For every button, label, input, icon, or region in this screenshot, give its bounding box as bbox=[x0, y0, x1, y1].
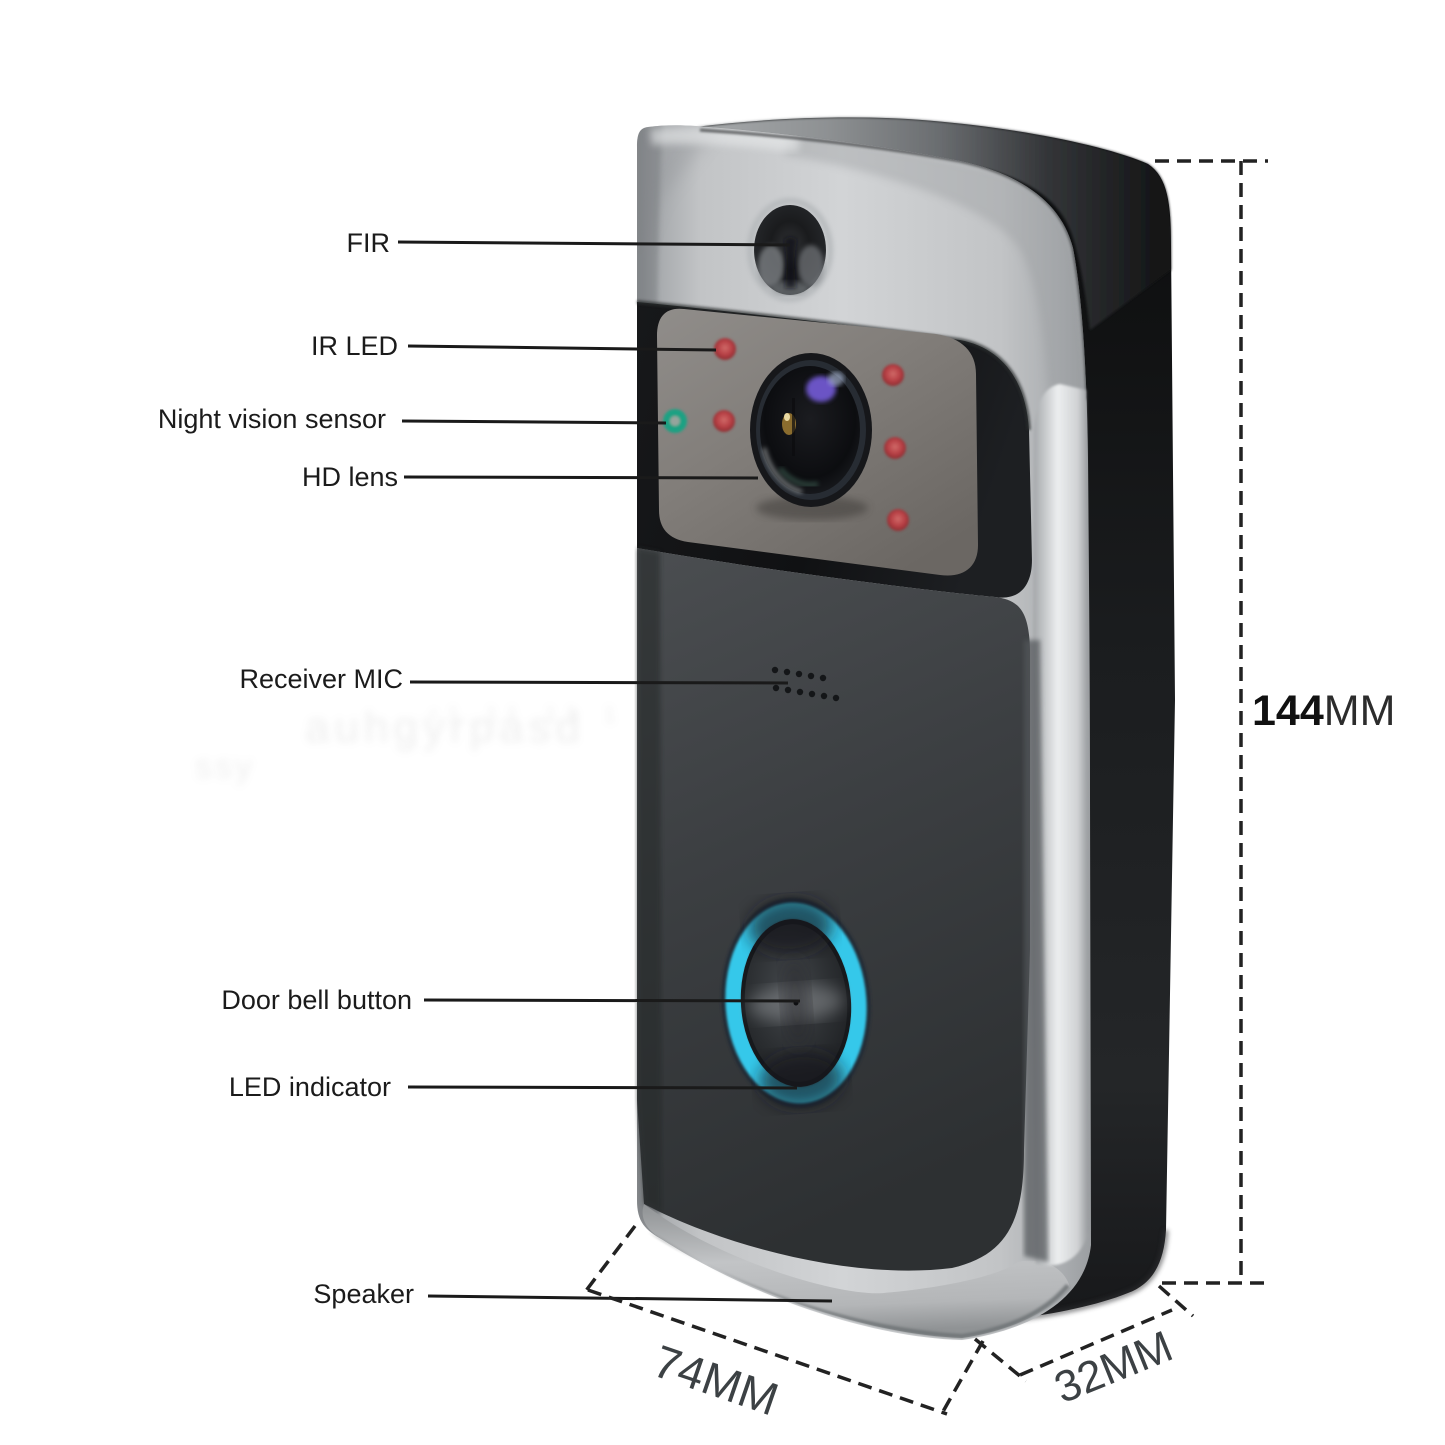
svg-text:auhgyrpasd: auhgyrpasd bbox=[305, 703, 585, 752]
svg-text:144MM: 144MM bbox=[1252, 687, 1395, 735]
svg-text:Night vision sensor: Night vision sensor bbox=[158, 404, 386, 434]
svg-text:Speaker: Speaker bbox=[313, 1279, 414, 1309]
svg-text:Door bell button: Door bell button bbox=[221, 985, 412, 1015]
svg-text:FIR: FIR bbox=[347, 228, 391, 258]
svg-text:HD lens: HD lens bbox=[302, 462, 398, 492]
svg-text:IR LED: IR LED bbox=[311, 331, 398, 361]
svg-text:74MM: 74MM bbox=[647, 1335, 785, 1426]
svg-text:LED indicator: LED indicator bbox=[229, 1072, 391, 1102]
svg-text:Receiver MIC: Receiver MIC bbox=[239, 664, 403, 694]
svg-text:r1 11 11 1 1: r1 11 11 1 1 bbox=[430, 702, 664, 727]
svg-text:ssy: ssy bbox=[195, 748, 255, 786]
